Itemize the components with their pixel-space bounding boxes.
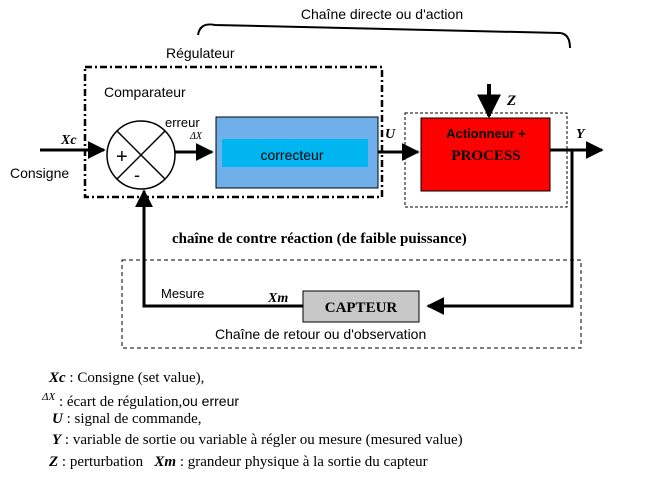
legend-xc-text: : Consigne (set value), xyxy=(65,370,205,386)
legend-z-text: : perturbation xyxy=(58,454,147,470)
delta-x-label: ΔX xyxy=(189,131,203,142)
legend-dx-text: : écart de régulation, xyxy=(55,394,183,410)
xm-label: Xm xyxy=(267,291,288,306)
minus-sign: - xyxy=(134,165,140,185)
feedback-line-right xyxy=(426,150,574,315)
legend-y-text: : variable de sortie ou variable à régle… xyxy=(61,432,463,448)
process-block xyxy=(420,117,551,192)
legend-xc-symbol: Xc xyxy=(49,370,66,386)
z-label: Z xyxy=(506,93,516,109)
comparateur-label: Comparateur xyxy=(104,84,186,100)
plus-sign: + xyxy=(116,146,128,168)
reaction-label: chaîne de contre réaction (de faible pui… xyxy=(172,231,467,247)
legend-z: Z : perturbation Xm : grandeur physique … xyxy=(49,454,428,471)
regulateur-label: Régulateur xyxy=(166,45,235,61)
legend-u: U : signal de commande, xyxy=(52,411,202,428)
legend-y-symbol: Y xyxy=(52,432,62,448)
feedback-line-left xyxy=(135,189,303,308)
capteur-block xyxy=(302,290,420,323)
process-label: PROCESS xyxy=(451,148,520,164)
legend-u-symbol: U xyxy=(52,411,63,427)
correcteur-inner xyxy=(222,139,368,167)
direct-chain-title: Chaîne directe ou d'action xyxy=(301,6,463,22)
regulateur-box xyxy=(83,65,384,199)
y-label: Y xyxy=(576,127,586,142)
legend-xm-text: : grandeur physique à la sortie du capte… xyxy=(176,454,428,470)
capteur-label: CAPTEUR xyxy=(325,300,398,316)
legend-z-symbol: Z xyxy=(49,454,59,470)
legend-u-text: : signal de commande, xyxy=(62,411,202,427)
legend-xc: Xc : Consigne (set value), xyxy=(49,370,204,387)
actionneur-label: Actionneur + xyxy=(446,126,526,141)
legend-xm-symbol: Xm xyxy=(154,454,177,470)
legend-dx-symbol: ΔX xyxy=(42,391,56,403)
xc-label: Xc xyxy=(60,133,77,148)
legend-y: Y : variable de sortie ou variable à rég… xyxy=(52,432,463,449)
mesure-label: Mesure xyxy=(161,286,204,301)
legend-dx-extra: ou erreur xyxy=(182,393,240,409)
erreur-label: erreur xyxy=(165,115,200,130)
direct-chain-brace xyxy=(197,23,571,49)
legend-dx: ΔX : écart de régulation,ou erreur xyxy=(42,391,239,411)
correcteur-label: correcteur xyxy=(260,147,323,163)
u-label: U xyxy=(385,127,396,142)
retour-label: Chaîne de retour ou d'observation xyxy=(215,326,426,342)
retour-dashed-box xyxy=(121,259,582,349)
comparateur-circle xyxy=(106,120,176,190)
consigne-label: Consigne xyxy=(10,165,69,181)
